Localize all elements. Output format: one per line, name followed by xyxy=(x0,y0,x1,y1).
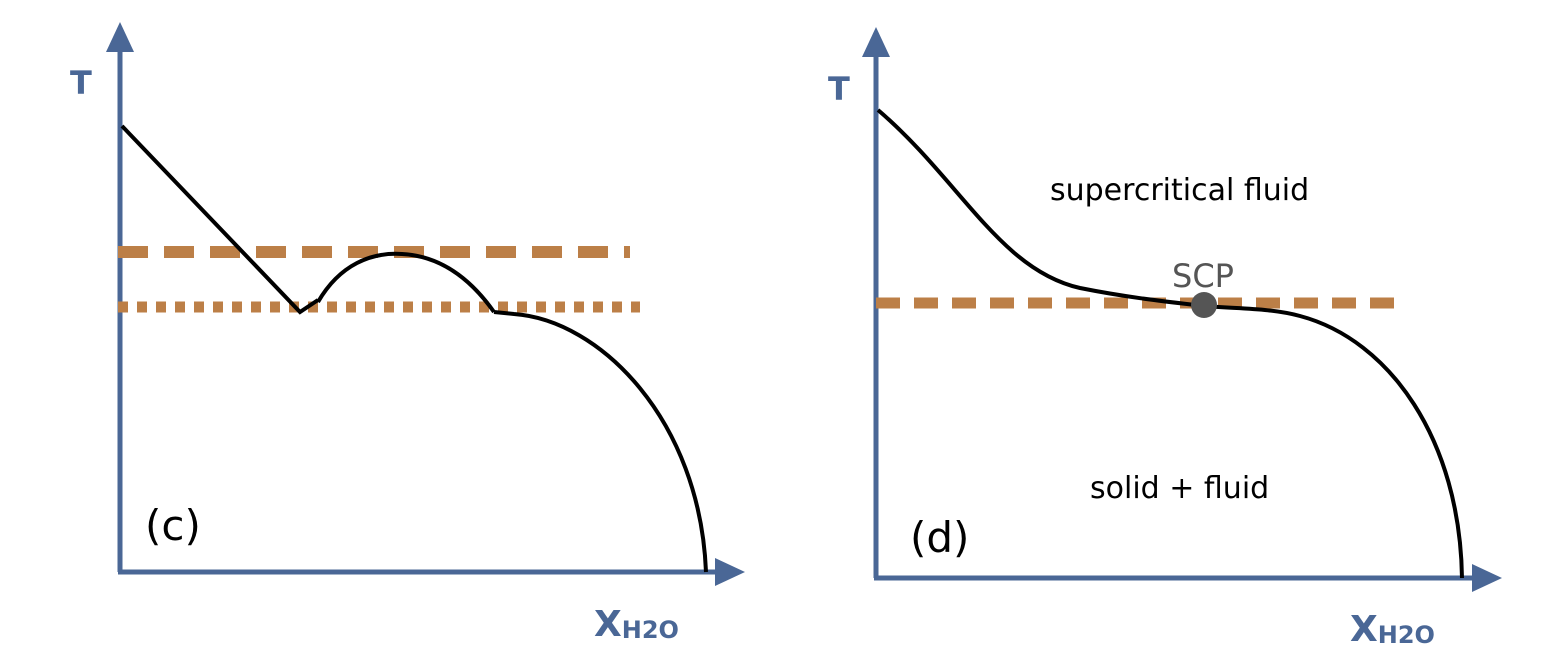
panel-d-y-axis-label: T xyxy=(828,70,850,108)
panel-c-x-axis-label: XH2O xyxy=(594,604,679,645)
panel-c-y-axis-label: T xyxy=(70,64,92,102)
panel-d-critical-point-label: SCP xyxy=(1172,257,1234,295)
panel-d-region-lower-label: solid + fluid xyxy=(1090,471,1269,506)
panel-c-solubility-curve xyxy=(493,310,708,573)
panel-c: T XH2O (c) xyxy=(70,22,745,645)
panel-d: T XH2O SCP supercritical fluid solid + f… xyxy=(828,27,1502,650)
panel-c-label: (c) xyxy=(145,501,201,550)
panel-d-label: (d) xyxy=(910,513,969,562)
panel-c-liquidus-left xyxy=(120,124,320,315)
panel-d-x-arrowhead xyxy=(1472,564,1502,592)
panel-d-x-axis-label: XH2O xyxy=(1350,609,1435,650)
panel-d-y-arrowhead xyxy=(862,27,890,57)
panel-c-y-arrowhead xyxy=(106,22,134,52)
panel-d-region-upper-label: supercritical fluid xyxy=(1050,173,1309,208)
panel-c-x-arrowhead xyxy=(715,558,745,586)
panel-c-compound-dome xyxy=(316,251,496,314)
panel-d-critical-point-marker xyxy=(1191,292,1217,318)
